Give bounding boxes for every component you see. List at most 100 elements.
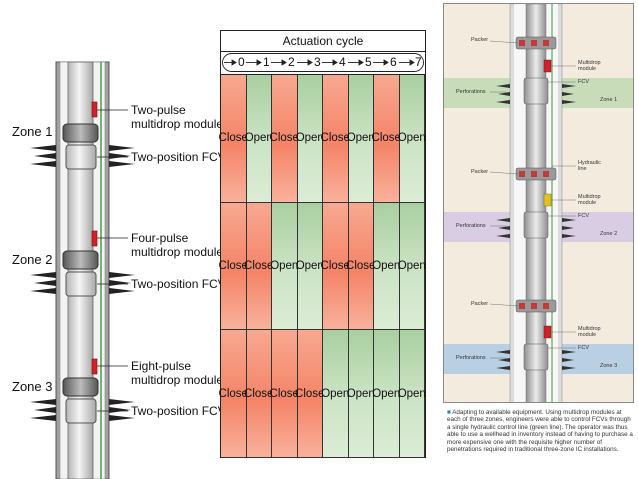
- valve-cell-zone-1-step-7: Open: [398, 75, 426, 203]
- right-packer-3: [515, 299, 557, 313]
- module-zone-3: [91, 358, 98, 375]
- fcv-zone-2: [65, 271, 97, 297]
- right-hydraulic-line-1: Hydraulic: [578, 160, 601, 166]
- right-fcv-3: [523, 343, 549, 371]
- packer-zone-2: [62, 250, 99, 270]
- valve-cell-zone-2-step-4: Close: [321, 202, 350, 331]
- right-module-1-line-2: module: [578, 66, 597, 72]
- right-perforations-2-label: Perforations: [456, 223, 486, 229]
- valve-cell-zone-3-step-2: Close: [270, 330, 299, 458]
- right-perforations-1: [496, 84, 576, 104]
- valve-cell-zone-2-step-5: Close: [346, 202, 375, 331]
- module-zone-2-label: Four-pulse multidrop module: [131, 231, 223, 259]
- figure-caption: ■ Adapting to available equipment. Using…: [447, 409, 633, 453]
- valve-cell-zone-2-step-3: Open: [296, 202, 324, 331]
- valve-cell-zone-3-step-7: Open: [398, 330, 426, 458]
- fcv-zone-1-label: Two-position FCV: [131, 150, 226, 164]
- right-hydraulic-line-2: line: [578, 166, 587, 172]
- right-module-3: [543, 325, 552, 339]
- callout-leaders: [97, 109, 128, 412]
- right-module-1-label: Multidrop module: [578, 60, 601, 72]
- right-packer-1-label: Packer: [471, 37, 489, 43]
- right-packer-2-label: Packer: [471, 169, 489, 175]
- right-module-2-label: Multidrop module: [578, 194, 601, 206]
- right-module-3-label: Multidrop module: [578, 326, 601, 338]
- right-packer-1: [515, 36, 557, 50]
- valve-cell-zone-3-step-6: Open: [372, 330, 400, 458]
- caption-text: Adapting to available equipment. Using m…: [447, 409, 633, 454]
- packer-zone-1: [62, 123, 99, 143]
- right-fcv-2: [523, 211, 549, 239]
- right-perforations-3-label: Perforations: [456, 355, 486, 361]
- right-tubing: [525, 4, 547, 402]
- zone-1-label: Zone 1: [12, 124, 53, 139]
- step-6: 6: [390, 55, 397, 69]
- right-fcv-2-label: FCV: [578, 213, 589, 219]
- right-module-2: [543, 193, 552, 207]
- valve-cell-zone-1-step-1: Open: [245, 75, 273, 203]
- step-2: 2: [288, 55, 295, 69]
- right-figure-panel: Packer Multidrop module FCV Perforations…: [443, 0, 638, 479]
- right-module-2-line-2: module: [578, 200, 597, 206]
- right-zone-2-label: Zone 2: [600, 231, 618, 237]
- zone-2-label: Zone 2: [12, 252, 53, 267]
- valve-cell-zone-2-step-7: Open: [398, 202, 426, 331]
- perforations-zone-2: [30, 272, 135, 294]
- module-zone-1: [91, 101, 98, 118]
- right-fcv-1-label: FCV: [578, 79, 589, 85]
- valve-cell-zone-3-step-0: Close: [219, 330, 248, 458]
- module-zone-3-line-2: multidrop module: [131, 373, 224, 387]
- fcv-zone-1: [65, 144, 97, 170]
- perforations-zone-3: [30, 399, 135, 421]
- valve-cell-zone-3-step-5: Open: [347, 330, 375, 458]
- valve-cell-zone-1-step-4: Close: [321, 75, 350, 203]
- right-well-schematic: [444, 4, 633, 402]
- right-perforations-2: [496, 218, 576, 238]
- right-packer-2: [515, 167, 557, 181]
- right-module-3-line-1: Multidrop: [578, 326, 601, 332]
- module-zone-1-label: Two-pulse multidrop module: [131, 103, 223, 131]
- module-zone-2-line-1: Four-pulse: [131, 231, 189, 245]
- step-sequence-row: 0 1 2 3 4 5 6 7: [221, 52, 425, 73]
- step-1: 1: [263, 55, 270, 69]
- right-module-3-line-2: module: [578, 332, 597, 338]
- valve-cell-zone-2-step-2: Open: [270, 202, 298, 331]
- step-7: 7: [415, 55, 422, 69]
- perforations-zone-1: [30, 145, 135, 167]
- actuation-cycle-title: Actuation cycle: [221, 31, 425, 52]
- step-5: 5: [365, 55, 372, 69]
- step-3: 3: [314, 55, 321, 69]
- module-zone-1-line-2: multidrop module: [131, 117, 224, 131]
- right-hydraulic-line-label: Hydraulic line: [578, 160, 601, 172]
- packer-zone-3: [62, 377, 99, 397]
- right-well-illustration: Packer Multidrop module FCV Perforations…: [443, 3, 634, 403]
- right-packer-3-label: Packer: [471, 301, 489, 307]
- valve-cell-zone-2-step-0: Close: [219, 202, 248, 331]
- right-perforations-1-label: Perforations: [456, 89, 486, 95]
- valve-cell-zone-1-step-0: Close: [219, 75, 248, 203]
- left-well-diagram: Zone 1 Zone 2 Zone 3 Two-pulse multidrop…: [0, 0, 226, 479]
- fcv-zone-3-label: Two-position FCV: [131, 404, 226, 418]
- valve-cell-zone-1-step-3: Open: [296, 75, 324, 203]
- step-4: 4: [339, 55, 346, 69]
- module-zone-2: [91, 230, 98, 247]
- right-fcv-3-label: FCV: [578, 345, 589, 351]
- valve-cell-zone-1-step-2: Close: [270, 75, 299, 203]
- right-perforations-3: [496, 350, 576, 370]
- module-zone-1-line-1: Two-pulse: [131, 103, 186, 117]
- module-zone-2-line-2: multidrop module: [131, 245, 224, 259]
- right-module-2-line-1: Multidrop: [578, 194, 601, 200]
- step-arrows: [222, 53, 424, 72]
- valve-cell-zone-3-step-4: Open: [321, 330, 349, 458]
- valve-cell-zone-1-step-6: Close: [372, 75, 401, 203]
- valve-cell-zone-3-step-1: Close: [244, 330, 273, 458]
- caption-bullet: ■: [447, 409, 453, 416]
- valve-cell-zone-3-step-3: Close: [295, 330, 324, 458]
- zone-3-label: Zone 3: [12, 379, 53, 394]
- valve-cell-zone-2-step-6: Open: [372, 202, 400, 331]
- right-module-1-line-1: Multidrop: [578, 60, 601, 66]
- right-leaders: [489, 40, 576, 359]
- module-zone-3-line-1: Eight-pulse: [131, 359, 192, 373]
